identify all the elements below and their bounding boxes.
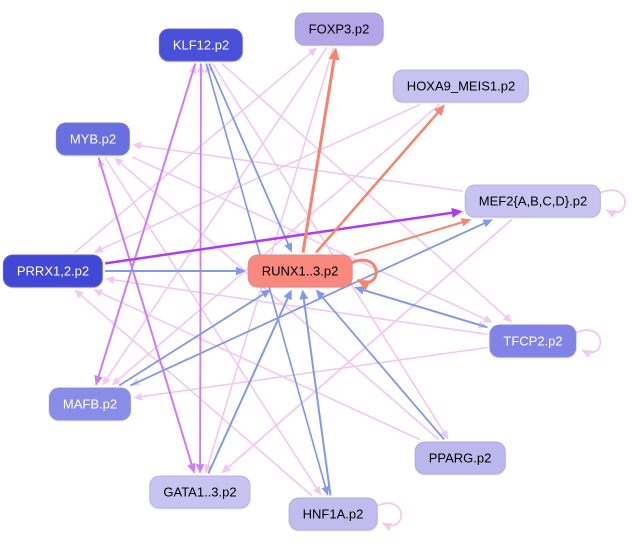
edge-hnf1a-prrx bbox=[79, 293, 313, 497]
arrowhead-klf12-mafb bbox=[94, 374, 103, 386]
edge-runx-hoxa9 bbox=[315, 110, 441, 254]
edge-klf12-gata bbox=[199, 63, 202, 467]
edge-pparg-runx bbox=[319, 294, 445, 441]
arrowhead-mafb-runx bbox=[260, 289, 271, 299]
edge-klf12-mafb bbox=[97, 63, 197, 379]
arrowhead-mafb-mef2 bbox=[482, 219, 493, 228]
node-myb[interactable]: MYB.p2 bbox=[55, 122, 131, 156]
edge-tfcp2-runx bbox=[361, 288, 488, 329]
edge-mef2-myb bbox=[139, 144, 463, 192]
self-loop-arrowhead-hnf1a bbox=[382, 523, 393, 531]
arrowhead-klf12-tfcp2 bbox=[503, 313, 513, 323]
arrowhead-myb-hnf1a bbox=[313, 485, 322, 496]
edge-hoxa9-mafb bbox=[116, 103, 440, 382]
edge-prrx-mef2 bbox=[104, 211, 455, 265]
self-loop-mef2 bbox=[599, 189, 626, 214]
arrowhead-runx-mef2 bbox=[460, 218, 472, 227]
arrowhead-hoxa9-mafb bbox=[111, 376, 121, 386]
arrowhead-mef2-gata bbox=[221, 464, 231, 474]
node-hnf1a[interactable]: HNF1A.p2 bbox=[288, 497, 378, 531]
edge-mef2-gata bbox=[226, 218, 513, 470]
edge-myb-hnf1a bbox=[104, 157, 319, 490]
arrowhead-pparg-prrx bbox=[93, 289, 103, 297]
arrowhead-klf12-hnf1a bbox=[321, 485, 330, 496]
edge-klf12-pparg bbox=[211, 63, 446, 434]
edge-runx-mef2 bbox=[354, 220, 465, 256]
arrowhead-hnf1a-runx bbox=[299, 289, 309, 300]
arrowhead-runx-hoxa9 bbox=[433, 104, 445, 117]
self-loop-arrowhead-mef2 bbox=[606, 210, 617, 218]
edge-gata-runx bbox=[207, 296, 290, 474]
arrowhead-tfcp2-mafb bbox=[133, 392, 143, 401]
node-mef2[interactable]: MEF2{A,B,C,D}.p2 bbox=[464, 184, 602, 218]
node-pparg[interactable]: PPARG.p2 bbox=[414, 441, 506, 475]
node-runx13[interactable]: RUNX1..3.p2 bbox=[247, 254, 353, 288]
self-loop-tfcp2 bbox=[575, 329, 602, 354]
arrowhead-tfcp2-runx bbox=[354, 285, 365, 295]
node-foxp3[interactable]: FOXP3.p2 bbox=[294, 12, 384, 46]
edge-runx-foxp3 bbox=[301, 56, 336, 253]
edge-myb-gata bbox=[97, 157, 194, 467]
edge-foxp3-mafb bbox=[105, 47, 328, 381]
arrowhead-klf12-runx bbox=[284, 242, 292, 253]
arrowhead-foxp3-gata bbox=[204, 463, 212, 474]
arrowhead-klf12-pparg bbox=[440, 429, 449, 440]
arrowhead-myb-gata bbox=[187, 462, 196, 474]
edge-klf12-runx bbox=[208, 63, 290, 247]
arrowhead-hnf1a-prrx bbox=[74, 289, 84, 299]
arrowhead-tfcp2-prrx bbox=[105, 275, 115, 284]
self-loop-arrowhead-runx bbox=[357, 280, 371, 291]
self-loop-hnf1a bbox=[375, 502, 403, 527]
edge-mafb-mef2 bbox=[129, 221, 487, 387]
arrowhead-mef2-myb bbox=[132, 141, 142, 150]
edge-mafb-runx bbox=[118, 292, 265, 387]
node-mafb[interactable]: MAFB.p2 bbox=[48, 387, 132, 421]
arrowhead-prrx-mef2 bbox=[451, 207, 463, 218]
arrowhead-pparg-runx bbox=[315, 289, 326, 300]
edge-pparg-myb bbox=[119, 161, 440, 441]
arrowhead-gata-runx bbox=[283, 289, 292, 301]
node-tfcp2[interactable]: TFCP2.p2 bbox=[489, 324, 577, 358]
arrowhead-hoxa9-prrx bbox=[93, 245, 104, 253]
arrowhead-runx-foxp3 bbox=[328, 47, 340, 61]
arrowhead-foxp3-mafb bbox=[102, 375, 111, 386]
edge-klf12-tfcp2 bbox=[221, 62, 508, 319]
arrowhead-pparg-myb bbox=[114, 157, 124, 167]
arrowhead-myb-tfcp2 bbox=[483, 315, 493, 323]
edge-hnf1a-runx bbox=[302, 297, 332, 496]
self-loop-arrowhead-tfcp2 bbox=[581, 350, 592, 358]
edge-hoxa9-prrx bbox=[99, 103, 421, 251]
node-klf12[interactable]: KLF12.p2 bbox=[158, 28, 244, 62]
arrowhead-prrx-foxp3 bbox=[307, 47, 318, 57]
arrowhead-klf12-gata bbox=[195, 464, 205, 474]
edge-pparg-prrx bbox=[99, 291, 421, 441]
node-gata13[interactable]: GATA1..3.p2 bbox=[149, 475, 251, 509]
node-prrx12[interactable]: PRRX1,2.p2 bbox=[2, 254, 104, 288]
edge-prrx-foxp3 bbox=[74, 51, 313, 254]
edge-myb-tfcp2 bbox=[131, 156, 487, 321]
node-hoxa9-meis1[interactable]: HOXA9_MEIS1.p2 bbox=[392, 69, 530, 103]
arrowhead-prrx-runx bbox=[235, 266, 246, 276]
